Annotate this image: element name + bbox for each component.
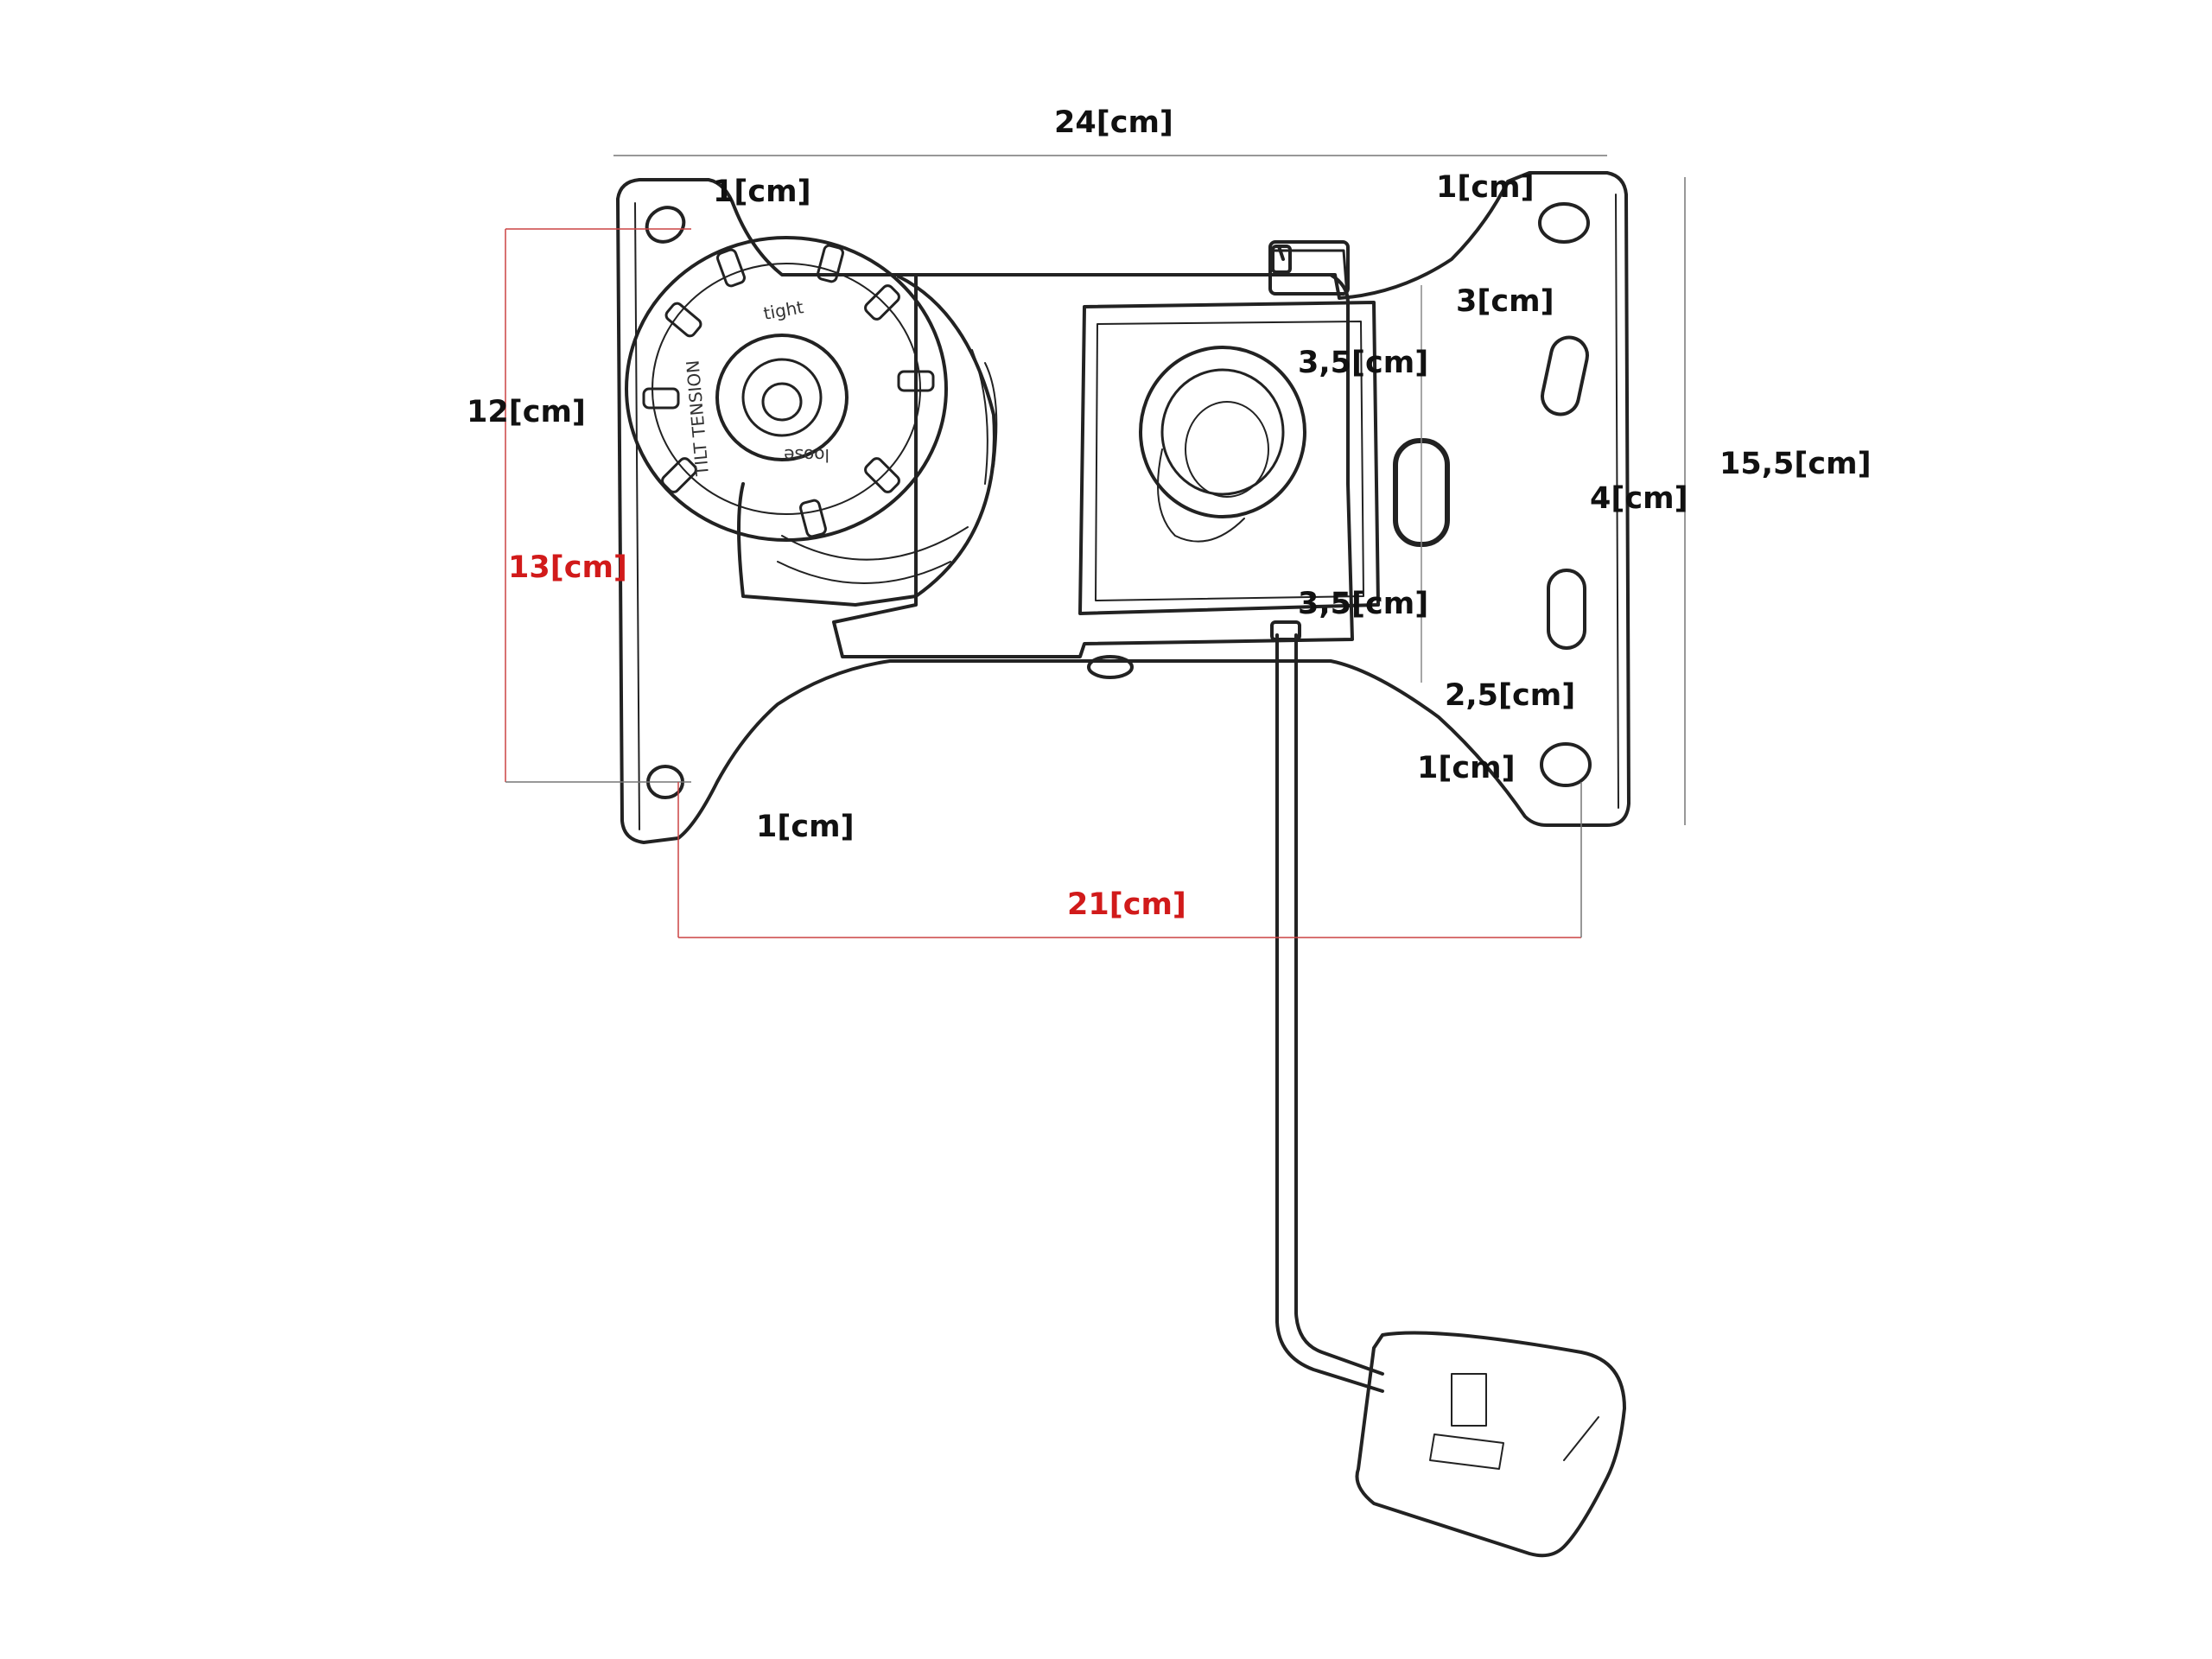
hole-top-right [1538,202,1590,244]
dim-hole-offset-bottom-right: 1[cm] [1417,751,1516,785]
knob-tight-label: tight [762,296,805,324]
dim-hole-offset-top-right: 1[cm] [1436,170,1535,205]
lever-rod [1275,633,1384,1393]
dim-left-span: 13[cm] [508,550,627,585]
knob-loose-label: loose [784,445,830,466]
hole-bottom-right [1540,742,1592,787]
dim-left-hole-pitch: 12[cm] [467,395,586,429]
slot-lower [1547,569,1586,650]
slot-upper [1541,335,1589,416]
dim-socket-bottom: 3,5[cm] [1298,587,1429,621]
tension-knob [625,236,948,542]
lever-paddle [1355,1331,1626,1558]
hole-top-left [645,206,686,244]
dim-socket-top: 3,5[cm] [1298,346,1429,380]
base-plate [616,171,1630,844]
cylinder-socket [1139,346,1306,518]
dim-slot-spacing: 4[cm] [1590,481,1688,516]
dim-overall-height: 15,5[cm] [1719,447,1872,481]
dim-hole-offset-bottom-left: 1[cm] [756,810,855,844]
dim-overall-width: 24[cm] [1054,105,1173,140]
spring-housing [737,275,996,607]
dim-slot-top: 3[cm] [1456,284,1554,319]
dim-hole-offset-top-left: 1[cm] [713,175,811,209]
dim-hole-pitch-width: 21[cm] [1067,887,1186,922]
dim-slot-bottom: 2,5[cm] [1445,678,1576,713]
